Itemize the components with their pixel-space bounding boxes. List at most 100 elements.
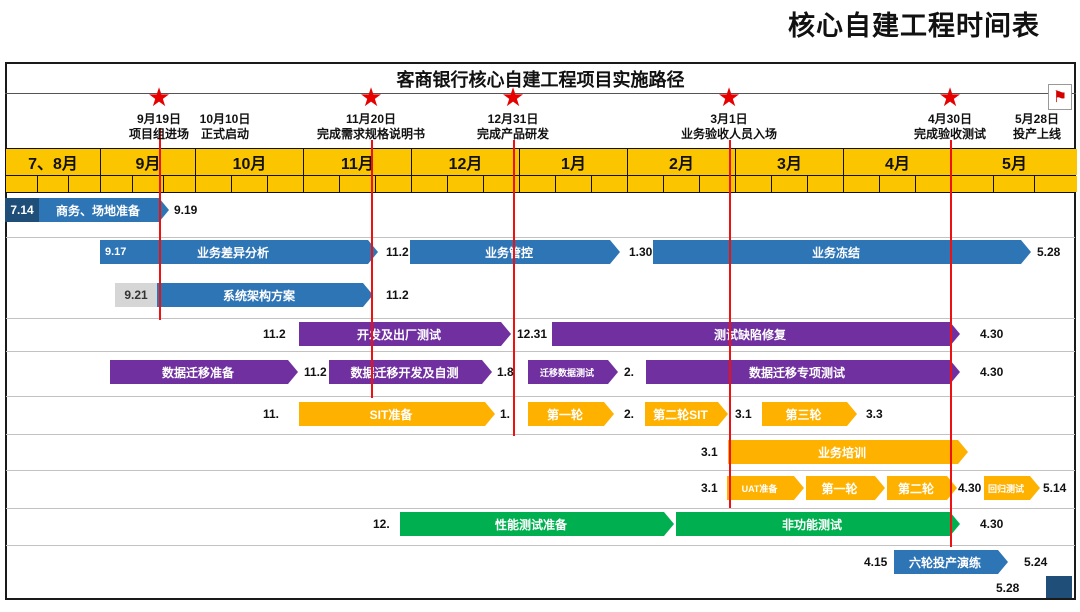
milestone-red-line [371, 140, 373, 398]
month-subcell [915, 176, 952, 192]
gantt-bar: 性能测试准备 [400, 512, 674, 536]
month-subcell [195, 176, 232, 192]
gantt-bar: 业务管控 [410, 240, 620, 264]
gantt-bar: SIT准备 [299, 402, 495, 426]
month-subcell [1035, 176, 1077, 192]
row-separator-line [6, 396, 1075, 397]
month-cell: 5月 [952, 149, 1077, 175]
gantt-bar-label: UAT准备 [741, 483, 778, 494]
date-label: 5.28 [1037, 245, 1061, 259]
gantt-bar-label: 六轮投产演练 [908, 555, 981, 570]
gantt-bar-label: 开发及出厂测试 [356, 327, 441, 342]
gantt-bar-label: 业务冻结 [811, 245, 860, 260]
month-subcell [843, 176, 880, 192]
milestone-date: 3月1日 [710, 112, 748, 126]
month-cell: 1月 [520, 149, 628, 175]
month-subcell [303, 176, 340, 192]
gantt-bar-label: 非功能测试 [781, 517, 842, 532]
month-cell: 11月 [304, 149, 412, 175]
month-subcell [591, 176, 628, 192]
month-cell: 7、8月 [6, 149, 101, 175]
chart-title: 客商银行核心自建工程项目实施路径 [396, 70, 685, 90]
milestone-date: 9月19日 [136, 112, 182, 126]
date-label: 2. [624, 365, 635, 379]
gantt-bar: 数据迁移专项测试 [646, 360, 960, 384]
milestone-red-line [159, 128, 161, 320]
milestone-star-icon: ★ [717, 82, 741, 112]
month-subcell [483, 176, 520, 192]
gantt-bar: 业务冻结 [653, 240, 1031, 264]
gantt-bar-label: 第二轮 [897, 481, 934, 496]
date-label: 1.30 [629, 245, 653, 259]
gantt-bar-label: 数据迁移开发及自测 [350, 365, 459, 380]
gantt-bar: 开发及出厂测试 [299, 322, 511, 346]
milestone-star-icon: ★ [501, 82, 525, 112]
month-subcell [879, 176, 916, 192]
date-label: 12. [373, 517, 390, 531]
milestone-date: 11月20日 [345, 112, 397, 126]
milestone-star-icon: ★ [359, 82, 383, 112]
milestone-label: 12月31日完成产品研发 [477, 112, 549, 142]
milestone-name: 投产上线 [1012, 127, 1062, 141]
gantt-bar: 迁移数据测试 [528, 360, 618, 384]
row-separator-line [6, 508, 1075, 509]
gantt-bar-label: 业务管控 [484, 245, 533, 260]
month-subcell [771, 176, 808, 192]
date-label: 2. [624, 407, 635, 421]
gantt-bar-label: SIT准备 [369, 407, 413, 422]
gantt-bar: 测试缺陷修复 [552, 322, 960, 346]
row-separator-line [6, 318, 1075, 319]
gantt-bar: 第一轮 [806, 476, 885, 500]
date-label: 11. [263, 407, 280, 421]
gantt-bar: 数据迁移开发及自测 [329, 360, 492, 384]
month-subcell [519, 176, 556, 192]
month-cell: 9月 [101, 149, 196, 175]
milestone-name: 完成需求规格说明书 [316, 127, 426, 141]
gantt-bar-label: 第一轮 [821, 481, 858, 496]
date-label: 4.30 [980, 327, 1004, 341]
month-subcell [993, 176, 1036, 192]
date-label: 11.2 [263, 327, 286, 341]
date-label: 11.2 [386, 288, 409, 302]
date-label: 5.14 [1043, 481, 1067, 495]
page-title: 核心自建工程时间表 [788, 11, 1040, 41]
gantt-box: 9.21 [115, 283, 157, 307]
date-label: 1. [500, 407, 511, 421]
month-subcell [735, 176, 772, 192]
month-subcell [339, 176, 376, 192]
title-divider [5, 93, 1076, 94]
month-subcell [375, 176, 412, 192]
milestone-red-line [950, 140, 952, 547]
date-label: 1.8 [497, 365, 514, 379]
month-subcell [164, 176, 196, 192]
milestone-date: 10月10日 [199, 112, 251, 126]
gantt-bar: 第一轮 [528, 402, 614, 426]
gantt-bar-label: 第一轮 [546, 407, 583, 422]
row-separator-line [6, 351, 1075, 352]
milestone-label: 5月28日投产上线 [1013, 112, 1061, 142]
month-cell: 10月 [196, 149, 304, 175]
month-subcell [132, 176, 165, 192]
gantt-bar-label: 第三轮 [785, 407, 822, 422]
milestone-name: 完成验收测试 [913, 127, 987, 141]
gantt-bar-label: 迁移数据测试 [539, 367, 594, 378]
bar-start-date: 9.17 [105, 246, 127, 258]
month-subcell [411, 176, 448, 192]
gantt-bar-label: 性能测试准备 [494, 517, 567, 532]
month-subcell [69, 176, 101, 192]
gantt-bar-label: 系统架构方案 [222, 288, 295, 303]
gantt-bar: 第三轮 [762, 402, 857, 426]
gantt-bar-label: 业务差异分析 [196, 245, 269, 260]
date-label: 4.30 [980, 365, 1004, 379]
milestone-label: 11月20日完成需求规格说明书 [317, 112, 425, 142]
month-cell: 3月 [736, 149, 844, 175]
row-separator-line [6, 470, 1075, 471]
month-subcell [699, 176, 736, 192]
month-subcell [555, 176, 592, 192]
milestone-date: 4月30日 [927, 112, 973, 126]
month-cell: 12月 [412, 149, 520, 175]
gantt-bar: 数据迁移准备 [110, 360, 298, 384]
month-subcell [663, 176, 700, 192]
date-label: 3.1 [735, 407, 752, 421]
